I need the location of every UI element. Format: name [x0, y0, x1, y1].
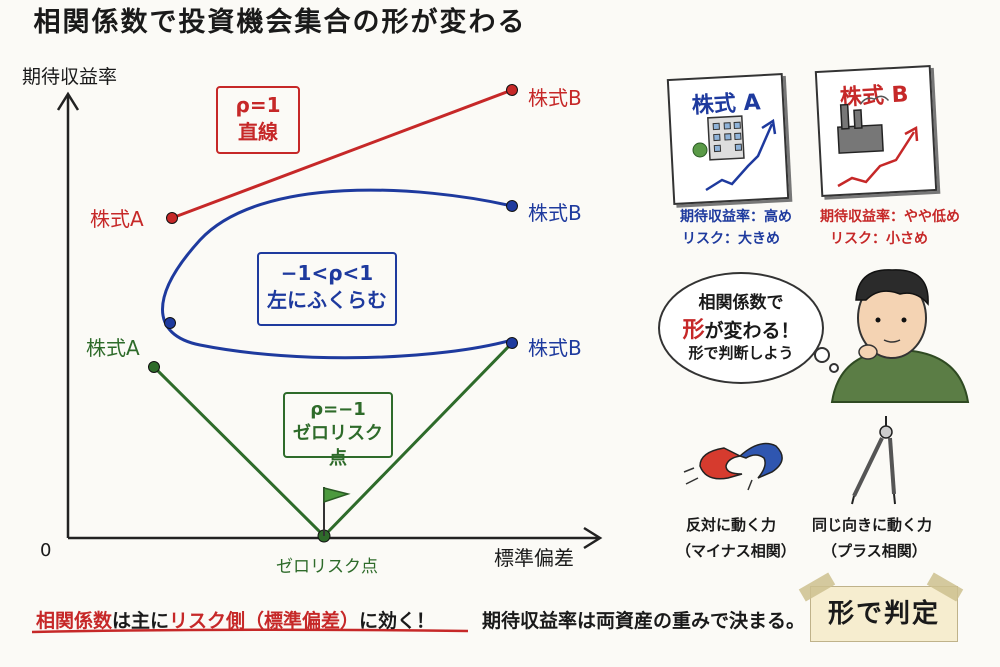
speech-line2: 形が変わる！ [660, 312, 822, 344]
point-green-b [506, 337, 518, 349]
uptrend-a-icon [705, 123, 774, 192]
stock-card-b-line2: リスク：小さめ [830, 231, 928, 247]
compass-caption-line2: （プラス相関） [822, 542, 927, 560]
box-rho-mid: −1<ρ<1 左にふくらむ [257, 252, 397, 326]
speech-bubble: 相関係数で 形が変わる！ 形で判断しよう [658, 272, 824, 384]
compass-icon [851, 416, 896, 505]
speech-line1: 相関係数で [698, 293, 784, 313]
box-rho-minus1-line1: ρ=−1 [310, 399, 366, 420]
page-title: 相関係数で投資機会集合の形が変わる [33, 7, 527, 38]
magnet-icon [683, 442, 783, 491]
curve-rho-mid [161, 188, 518, 360]
point-blue-a [164, 317, 176, 329]
factory-icon [837, 95, 890, 154]
point-blue-b-top [506, 200, 518, 212]
box-rho-mid-line2: 左にふくらむ [267, 288, 387, 312]
bottom-underline [31, 628, 469, 634]
bottom-note-c: リスク側（標準偏差） [169, 610, 360, 632]
bubble-tail [814, 347, 839, 373]
speech-line3: 形で判断しよう [688, 344, 794, 362]
speech-line2-rest: が変わる！ [704, 320, 800, 342]
y-axis-label: 期待収益率 [22, 66, 118, 88]
point-red-b [506, 84, 518, 96]
origin-label: 0 [40, 540, 52, 561]
box-rho-plus1: ρ=1 直線 [216, 86, 300, 154]
judge-note: 形で判定 [810, 586, 958, 642]
box-rho-mid-line1: −1<ρ<1 [280, 261, 374, 285]
bottom-note-weights: 期待収益率は両資産の重みで決まる。 [482, 610, 806, 632]
x-axis-label: 標準偏差 [494, 546, 574, 570]
compass-caption-line1: 同じ向きに動く力 [812, 516, 933, 534]
point-green-a [148, 361, 160, 373]
bottom-note: 相関係数は主にリスク側（標準偏差）に効く！ [36, 606, 435, 633]
box-rho-minus1: ρ=−1 ゼロリスク点 [283, 392, 393, 469]
stock-card-a-line2: リスク：大きめ [682, 231, 780, 247]
person-illustration [830, 269, 970, 403]
point-label-red-a: 株式A [90, 207, 144, 231]
box-rho-minus1-line2: ゼロリスク点 [293, 423, 383, 469]
magnet-caption-line2: （マイナス相関） [676, 542, 796, 560]
speech-line2-emphasis: 形 [682, 318, 705, 343]
box-rho-plus1-line1: ρ=1 [235, 93, 281, 117]
point-label-blue-b: 株式B [528, 201, 582, 225]
point-label-red-b: 株式B [528, 86, 582, 110]
point-red-a [166, 212, 178, 224]
line-rho-plus1 [166, 84, 518, 224]
uptrend-a-arrowhead [761, 118, 777, 135]
magnet-caption-line1: 反対に動く力 [686, 516, 777, 534]
bottom-note-a: 相関係数 [36, 610, 113, 632]
building-icon [692, 115, 745, 161]
point-label-green-a: 株式A [86, 336, 140, 360]
uptrend-b-icon [837, 131, 916, 188]
line-rho-minus1 [148, 337, 518, 543]
box-rho-plus1-line2: 直線 [238, 120, 278, 144]
axes [56, 91, 603, 550]
bottom-note-b: は主に [112, 610, 170, 632]
bottom-note-d: に効く！ [359, 610, 436, 632]
uptrend-b-arrowhead [904, 125, 919, 142]
zero-risk-label: ゼロリスク点 [276, 557, 378, 577]
stock-card-b-line1: 期待収益率：やや低め [820, 209, 960, 225]
point-label-green-b: 株式B [528, 336, 582, 360]
stock-card-a-line1: 期待収益率：高め [680, 209, 792, 225]
